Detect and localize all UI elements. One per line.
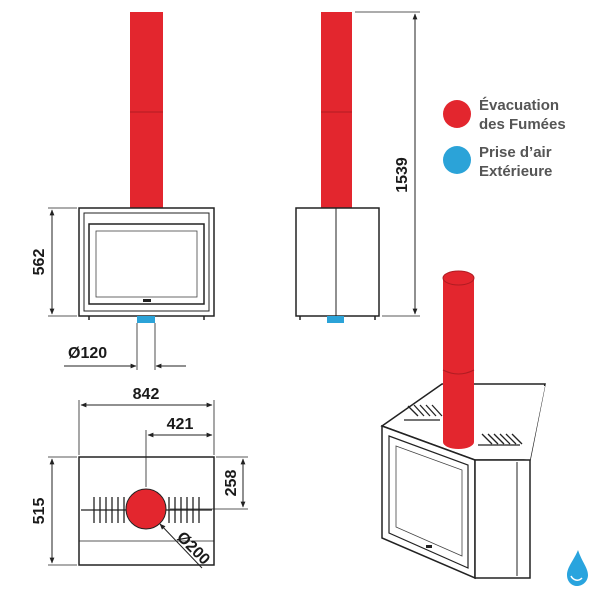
dim-flue-depth-offset: 258 xyxy=(223,470,240,497)
perspective-view xyxy=(380,270,546,580)
legend-air-line2: Extérieure xyxy=(479,163,553,180)
dim-depth: 515 xyxy=(31,498,48,525)
top-vent-slots xyxy=(81,497,212,523)
side-view: 1539 xyxy=(295,11,420,323)
perspective-vent-slots xyxy=(404,404,523,446)
legend-smoke-swatch xyxy=(443,100,471,128)
dim-width: 842 xyxy=(133,386,160,403)
front-glass-door xyxy=(88,223,205,305)
dim-total-height: 1539 xyxy=(394,157,411,193)
perspective-chimney-pipe xyxy=(443,278,474,442)
legend-air-label: Prise d’air Extérieure xyxy=(479,143,552,181)
legend-smoke-line2: des Fumées xyxy=(479,116,566,133)
legend-smoke-label: Évacuation des Fumées xyxy=(479,96,566,134)
top-flue-outlet xyxy=(125,488,167,530)
front-chimney-pipe xyxy=(130,12,163,208)
top-view: 842 421 258 515 Ø200 xyxy=(31,386,248,569)
brand-drop-logo-icon xyxy=(567,550,588,586)
side-firebox-body xyxy=(295,207,380,317)
legend-air-line1: Prise d’air xyxy=(479,144,552,161)
dim-flue-offset: 421 xyxy=(167,416,194,433)
legend-smoke-line1: Évacuation xyxy=(479,97,560,114)
legend-air-swatch xyxy=(443,146,471,174)
dim-air-diameter: Ø120 xyxy=(68,345,107,362)
side-air-intake xyxy=(327,316,344,323)
dim-front-height: 562 xyxy=(31,249,48,276)
side-chimney-pipe xyxy=(321,12,352,208)
front-air-intake xyxy=(137,316,155,323)
front-view: 562 Ø120 xyxy=(31,12,215,370)
